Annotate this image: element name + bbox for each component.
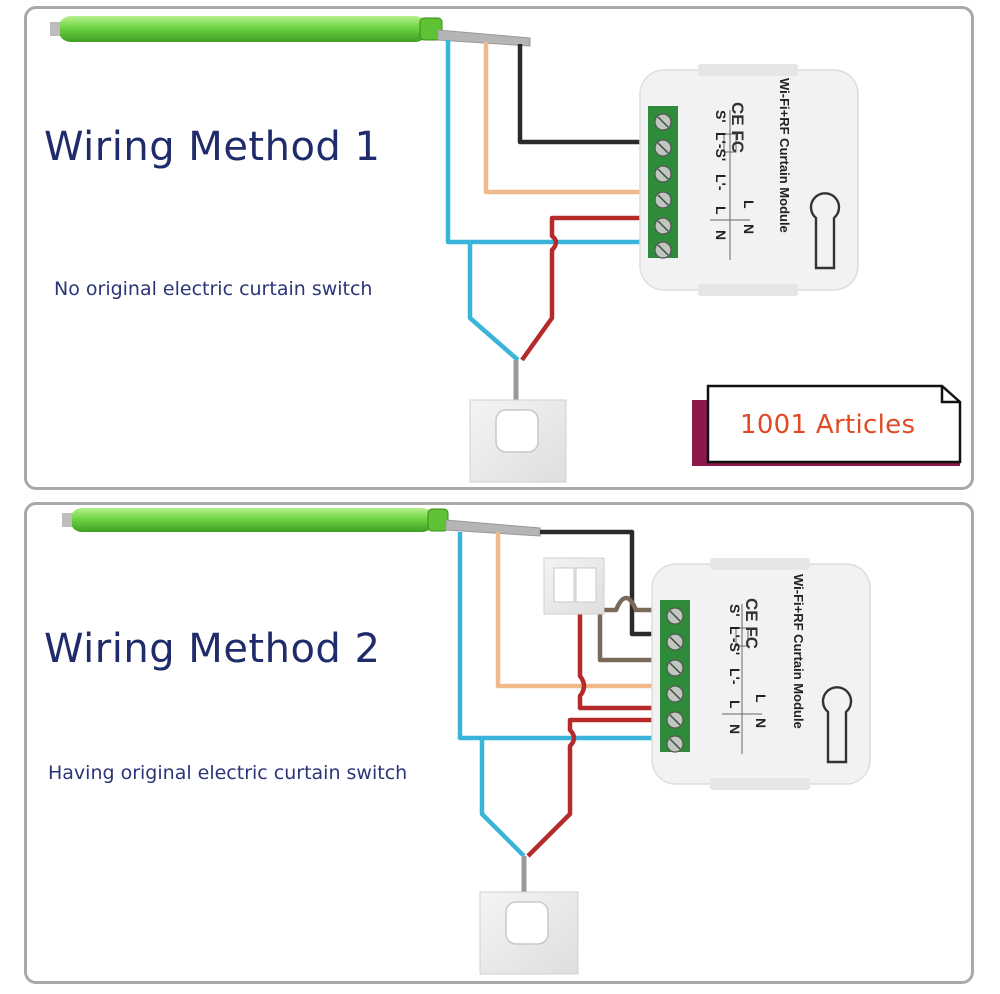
method-2-title: Wiring Method 2: [44, 626, 381, 672]
brown-jump-2: [604, 595, 672, 613]
terminal-n-1: N: [713, 230, 729, 240]
blue-wire-2: [457, 532, 672, 741]
red-wire-1: [520, 215, 658, 362]
motor-cable-2: [445, 519, 541, 537]
terminal-l-right-1: L: [741, 200, 757, 209]
badge-label: 1001 Articles: [740, 410, 916, 440]
method-1-title: Wiring Method 1: [44, 124, 381, 170]
brown-wire-2: [597, 612, 672, 663]
wall-switch-2: [479, 891, 579, 975]
black-wire-1: [517, 44, 658, 145]
wall-switch-1: [469, 399, 567, 483]
orange-wire-2: [495, 532, 672, 689]
terminal-l-2: L: [727, 700, 743, 709]
terminal-lm-1: L'-: [713, 174, 729, 191]
blue-wire-1: [445, 40, 658, 245]
terminal-lm-2: L'-: [727, 668, 743, 685]
module-name-2: Wi-Fi+RF Curtain Module: [791, 574, 806, 729]
blue-drop-1: [467, 242, 520, 362]
motor-tube-1: [50, 16, 443, 42]
terminal-s-2: S': [727, 604, 743, 617]
terminal-l-right-2: L: [753, 694, 769, 703]
terminal-l-1: L: [713, 206, 729, 215]
red-switch-wire-2: [577, 612, 672, 711]
terminal-n-right-1: N: [741, 224, 757, 234]
method-1-subtitle: No original electric curtain switch: [54, 278, 373, 300]
module-name-1: Wi-Fi+RF Curtain Module: [777, 78, 792, 233]
motor-cable-1: [437, 29, 531, 47]
curtain-module-2: [650, 556, 872, 792]
original-curtain-switch: [543, 557, 605, 615]
brand-badge: [692, 384, 962, 466]
orange-wire-1: [483, 42, 658, 195]
module-cert-1: CE FC: [728, 102, 747, 153]
red-wire-2: [526, 717, 672, 858]
wires-method-1: [445, 40, 658, 408]
terminal-s-1: S': [713, 110, 729, 123]
terminal-n-2: N: [727, 724, 743, 734]
terminal-ls-2: L'-S': [727, 626, 743, 655]
blue-drop-2: [479, 738, 526, 858]
module-cert-2: CE FC: [742, 598, 761, 649]
method-2-subtitle: Having original electric curtain switch: [48, 762, 408, 784]
terminal-n-right-2: N: [753, 718, 769, 728]
motor-tube-2: [62, 508, 449, 532]
curtain-module-1: [638, 62, 860, 298]
terminal-ls-1: L'-S': [713, 132, 729, 161]
